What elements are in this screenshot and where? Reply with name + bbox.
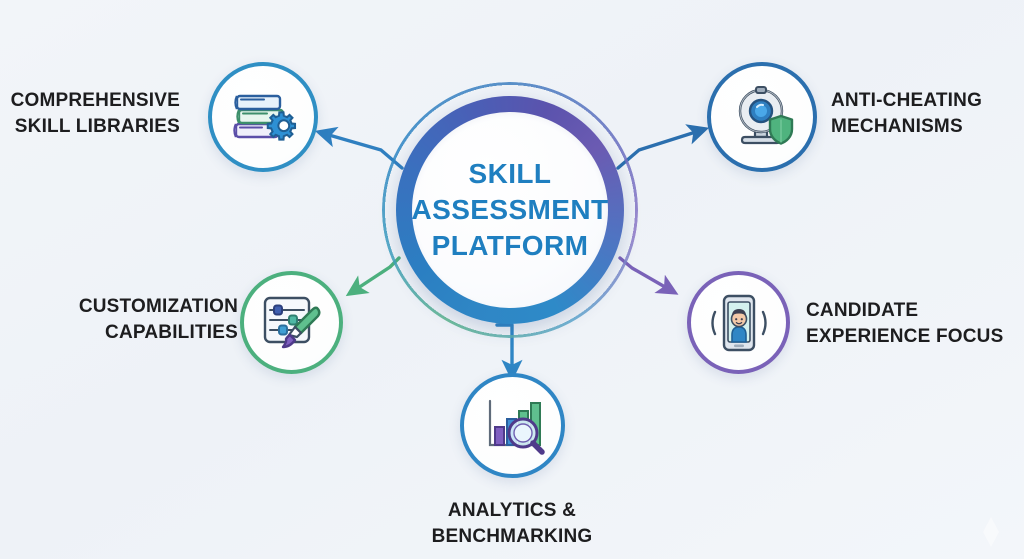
label-line-2: SKILL LIBRARIES <box>14 115 180 137</box>
label-line-2: MECHANISMS <box>831 115 963 137</box>
label-line-2: BENCHMARKING <box>431 525 593 547</box>
label-line-1: CUSTOMIZATION <box>78 296 238 317</box>
books-gear-icon <box>233 94 297 141</box>
node-analytics-benchmarking[interactable] <box>460 373 565 478</box>
label-line-2: CAPABILITIES <box>105 321 238 343</box>
mobile-candidate-icon <box>710 294 767 351</box>
webcam-shield-icon <box>738 86 794 145</box>
label-line-1: CANDIDATE <box>806 300 919 321</box>
label-candidate-experience-focus: CANDIDATE EXPERIENCE FOCUS <box>806 298 1003 349</box>
label-line-1: ANTI-CHEATING <box>831 90 983 111</box>
label-line-2: EXPERIENCE FOCUS <box>806 325 1004 347</box>
label-customization-capabilities: CUSTOMIZATION CAPABILITIES <box>79 294 238 345</box>
hub-title-line-2: ASSESSMENT <box>411 194 609 226</box>
label-line-1: ANALYTICS & <box>447 500 577 521</box>
center-hub[interactable]: SKILL ASSESSMENT PLATFORM <box>382 82 638 338</box>
sliders-paintbrush-icon <box>263 296 320 348</box>
sparkle-watermark <box>983 517 999 547</box>
label-anti-cheating-mechanisms: ANTI-CHEATING MECHANISMS <box>831 88 982 139</box>
node-anti-cheating-mechanisms[interactable] <box>707 62 817 172</box>
label-comprehensive-skill-libraries: COMPREHENSIVE SKILL LIBRARIES <box>11 88 180 139</box>
hub-inner-disc: SKILL ASSESSMENT PLATFORM <box>412 112 608 308</box>
label-line-1: COMPREHENSIVE <box>10 90 180 111</box>
hub-title-line-3: PLATFORM <box>431 229 589 261</box>
hub-title-line-1: SKILL <box>468 158 552 190</box>
label-analytics-benchmarking: ANALYTICS & BENCHMARKING <box>0 498 1024 549</box>
node-candidate-experience-focus[interactable] <box>687 271 790 374</box>
node-comprehensive-skill-libraries[interactable] <box>208 62 318 172</box>
bar-chart-magnifier-icon <box>488 399 545 455</box>
node-customization-capabilities[interactable] <box>240 271 343 374</box>
